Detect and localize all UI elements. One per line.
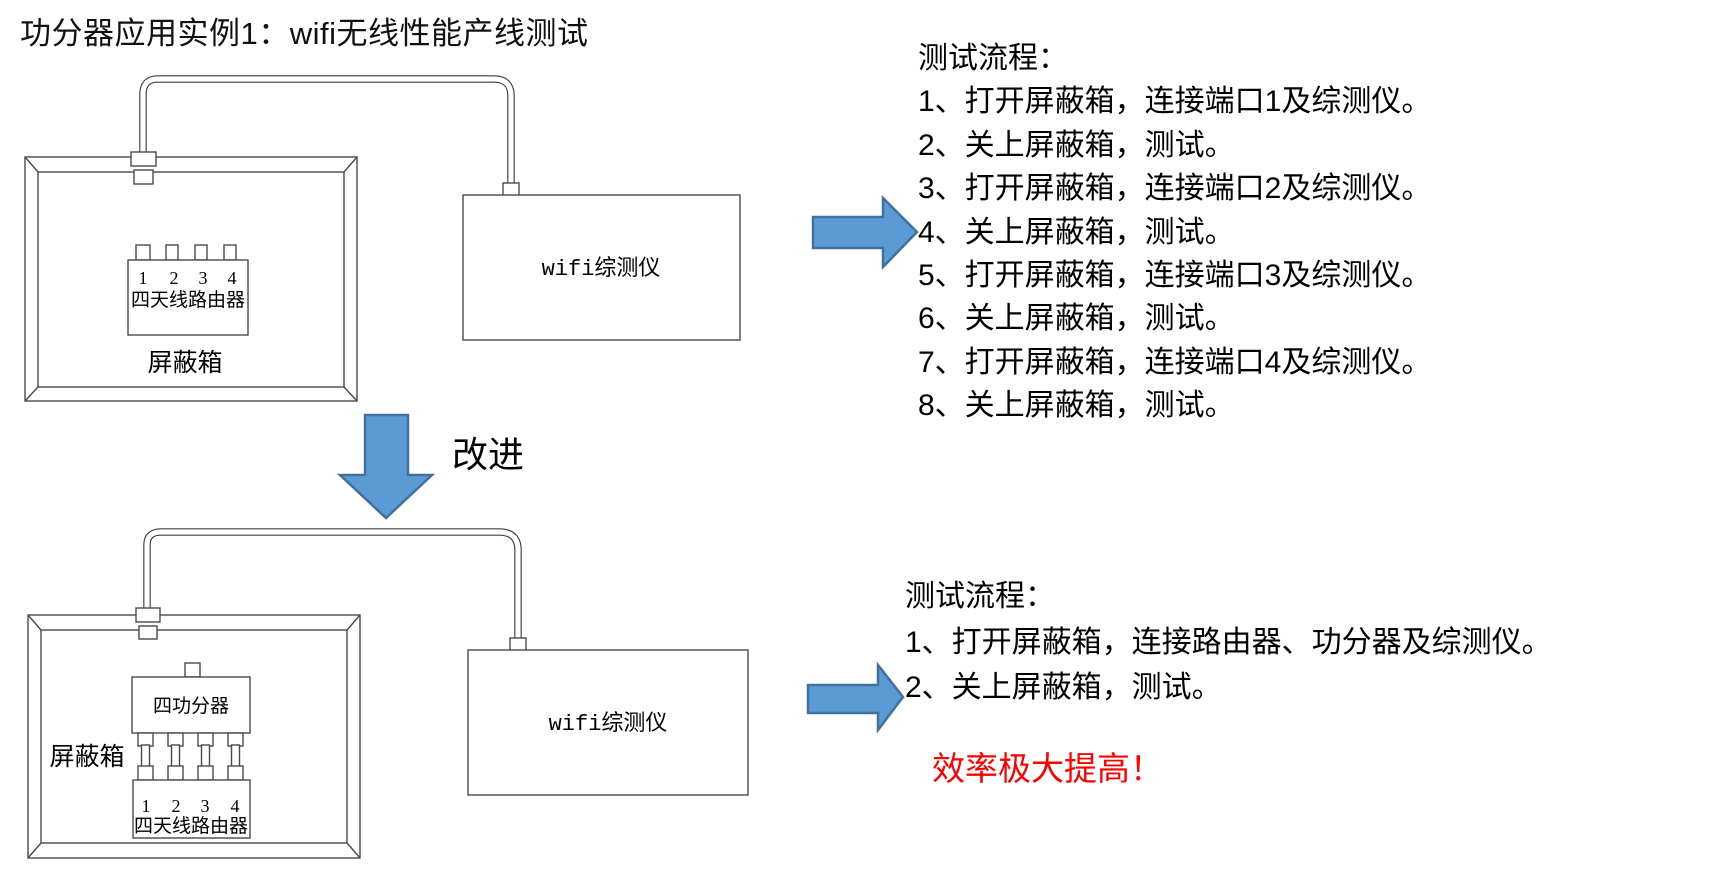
bottom-router-label: 四天线路由器 bbox=[134, 815, 248, 837]
top-tester-label: wifi综测仪 bbox=[542, 256, 661, 282]
top-feedthrough-inner bbox=[133, 169, 154, 185]
top-router-port-3-stub bbox=[194, 244, 208, 261]
top-shield-corner-tr bbox=[343, 156, 358, 173]
top-procedure-step: 8、关上屏蔽箱，测试。 bbox=[918, 389, 1235, 423]
top-port-label-3: 3 bbox=[199, 268, 208, 288]
bottom-procedure-step: 1、打开屏蔽箱，连接路由器、功分器及综测仪。 bbox=[905, 625, 1552, 659]
bottom-procedure-title: 测试流程： bbox=[905, 580, 1055, 613]
bottom-procedure-step: 2、关上屏蔽箱，测试。 bbox=[905, 671, 1222, 704]
bottom-diagram: 屏蔽箱 四功分器 1 2 3 4 四天线路由器 wifi综测仪 bbox=[27, 528, 749, 859]
top-feedthrough-outer bbox=[130, 151, 157, 167]
divider-box bbox=[131, 676, 251, 734]
bottom-feedthrough-outer bbox=[135, 607, 161, 623]
top-tester-box bbox=[462, 194, 741, 341]
top-procedure-step: 6、关上屏蔽箱，测试。 bbox=[918, 302, 1235, 336]
bottom-tester-connector bbox=[509, 637, 527, 652]
top-router-box bbox=[127, 259, 249, 336]
top-procedure: 测试流程： 1、打开屏蔽箱，连接端口1及综测仪。 2、关上屏蔽箱，测试。 3、打… bbox=[918, 37, 1431, 428]
top-port-label-4: 4 bbox=[228, 268, 237, 288]
top-procedure-step: 7、打开屏蔽箱，连接端口4及综测仪。 bbox=[918, 345, 1432, 379]
top-port-label-2: 2 bbox=[170, 268, 179, 288]
bottom-router-box bbox=[132, 779, 251, 839]
top-procedure-title: 测试流程： bbox=[918, 42, 1068, 75]
top-procedure-step: 3、打开屏蔽箱，连接端口2及综测仪。 bbox=[918, 172, 1432, 206]
top-router-port-2-stub bbox=[165, 244, 179, 261]
bottom-feedthrough-inner bbox=[138, 625, 158, 640]
top-shield-box-label: 屏蔽箱 bbox=[147, 349, 222, 377]
top-cable-core bbox=[140, 76, 514, 257]
right-arrow-icon bbox=[811, 194, 919, 271]
divider-input-stub bbox=[184, 662, 201, 678]
top-procedure-step: 2、关上屏蔽箱，测试。 bbox=[918, 128, 1235, 162]
right-arrow-icon bbox=[806, 661, 905, 734]
down-arrow-icon bbox=[336, 413, 436, 520]
top-port-label-1: 1 bbox=[139, 268, 148, 288]
bottom-right-arrow bbox=[806, 661, 905, 734]
bottom-tester-label: wifi综测仪 bbox=[549, 711, 668, 737]
top-shield-corner-tl bbox=[24, 156, 39, 173]
efficiency-highlight: 效率极大提高！ bbox=[932, 750, 1163, 787]
jumper-1 bbox=[137, 732, 154, 781]
bottom-port-label-4: 4 bbox=[231, 796, 240, 816]
page-title: 功分器应用实例1：wifi无线性能产线测试 bbox=[20, 16, 589, 51]
bottom-procedure: 测试流程： 1、打开屏蔽箱，连接路由器、功分器及综测仪。 2、关上屏蔽箱，测试。 bbox=[905, 574, 1552, 711]
top-router-label: 四天线路由器 bbox=[131, 289, 245, 311]
improvement-label: 改进 bbox=[452, 434, 525, 475]
top-tester-connector bbox=[502, 182, 520, 197]
top-shield-corner-br bbox=[343, 386, 358, 402]
bottom-port-label-3: 3 bbox=[201, 796, 210, 816]
bottom-shield-corner-tr bbox=[346, 614, 361, 631]
top-procedure-step: 4、关上屏蔽箱，测试。 bbox=[918, 215, 1235, 249]
jumper-2 bbox=[167, 732, 184, 781]
top-router-port-4-stub bbox=[223, 244, 237, 261]
top-right-arrow bbox=[811, 194, 919, 271]
top-diagram: 1 2 3 4 四天线路由器 屏蔽箱 wifi综测仪 bbox=[24, 75, 741, 402]
bottom-tester-box bbox=[467, 649, 749, 796]
bottom-shield-corner-tl bbox=[27, 614, 42, 631]
top-shield-corner-bl bbox=[24, 386, 39, 402]
bottom-port-label-2: 2 bbox=[172, 796, 181, 816]
bottom-shield-corner-br bbox=[346, 842, 361, 859]
divider-label: 四功分器 bbox=[153, 695, 229, 717]
top-procedure-step: 5、打开屏蔽箱，连接端口3及综测仪。 bbox=[918, 259, 1432, 293]
top-router-port-1-stub bbox=[135, 244, 151, 261]
improvement-arrow bbox=[336, 413, 436, 520]
jumper-4 bbox=[227, 732, 244, 781]
bottom-shield-box-label: 屏蔽箱 bbox=[49, 743, 124, 771]
top-procedure-step: 1、打开屏蔽箱，连接端口1及综测仪。 bbox=[918, 85, 1432, 119]
bottom-shield-corner-bl bbox=[27, 842, 42, 859]
bottom-port-label-1: 1 bbox=[142, 796, 151, 816]
